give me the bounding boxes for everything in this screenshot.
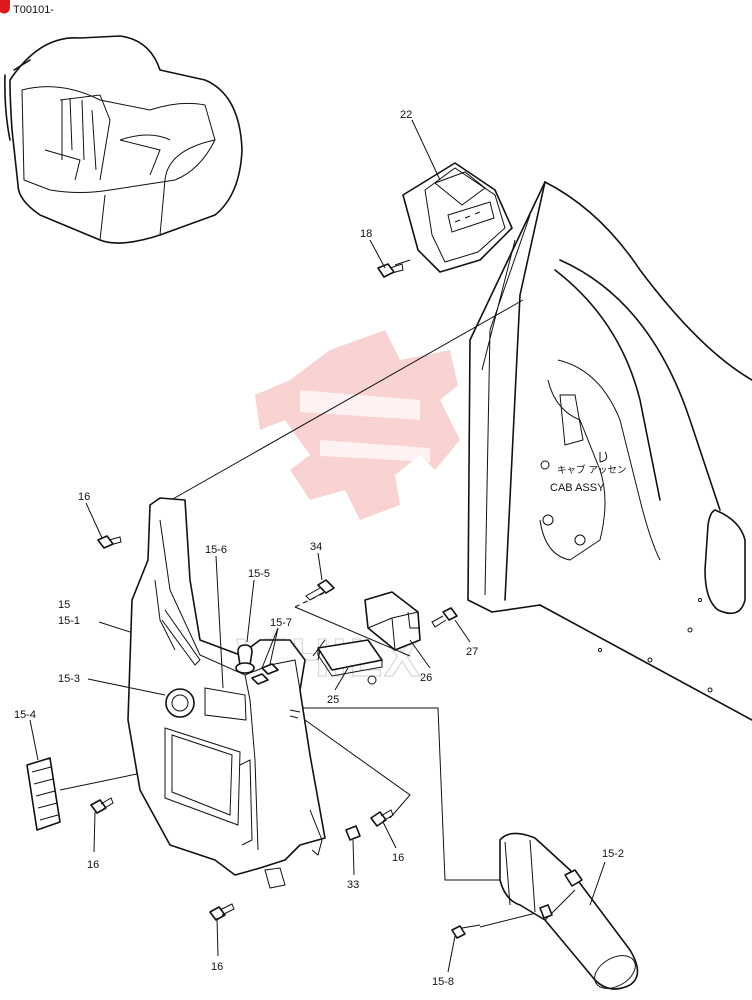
cab-assy-label-en: CAB ASSY: [550, 482, 605, 494]
callout-15-1: 15-1: [58, 615, 80, 627]
bolt-16c-icon: [370, 809, 394, 827]
callout-22: 22: [400, 109, 412, 121]
bolt-16a-icon: [97, 535, 122, 549]
stud-15-5-icon: [312, 639, 326, 661]
callout-15-7: 15-7: [270, 617, 292, 629]
watermark: VIHILX: [235, 330, 460, 689]
bolt-18-icon: [377, 263, 404, 278]
callout-15-4: 15-4: [14, 709, 36, 721]
bolts: [90, 263, 481, 939]
cab-frame: キャブ アッセン CAB ASSY: [467, 181, 752, 721]
cab-overview-inset: [4, 35, 243, 244]
callout-16-bottom: 16: [211, 961, 223, 973]
bolt-16d-icon: [209, 903, 235, 921]
screw-15-8-icon: [451, 924, 481, 939]
page-header: T00101-: [0, 0, 54, 16]
callout-15-3: 15-3: [58, 673, 80, 685]
corner-mark-icon: [0, 0, 10, 14]
bolt-16b-icon: [90, 797, 114, 814]
callout-16-top: 16: [78, 491, 90, 503]
callout-15-2: 15-2: [602, 848, 624, 860]
callout-34: 34: [310, 541, 322, 553]
monitor-unit: [402, 162, 513, 273]
callout-15: 15: [58, 599, 70, 611]
bracket-and-control-box: [317, 591, 421, 685]
callout-33: 33: [347, 879, 359, 891]
callout-27: 27: [466, 646, 478, 658]
air-duct: [499, 832, 639, 990]
callout-15-6: 15-6: [205, 544, 227, 556]
callout-18: 18: [360, 228, 372, 240]
callout-leaders: [29, 119, 606, 973]
vent-grille: [26, 757, 61, 831]
cab-assy-label-jp: キャブ アッセン: [557, 464, 627, 476]
callout-15-5: 15-5: [248, 568, 270, 580]
page-code: T00101-: [13, 4, 54, 16]
bolt-34-icon: [305, 579, 335, 601]
callout-labels: 22 18 16 34 15-6 15-5 15 15-1 15-7 15-3 …: [14, 109, 624, 988]
plug-33-icon: [345, 825, 361, 841]
callout-15-8: 15-8: [432, 976, 454, 988]
side-console-panel: [127, 497, 326, 889]
gear-logo-watermark: [255, 330, 460, 520]
bolt-27-icon: [431, 607, 458, 628]
callout-25: 25: [327, 694, 339, 706]
callout-16-right: 16: [392, 852, 404, 864]
callout-16-left: 16: [87, 859, 99, 871]
callout-26: 26: [420, 672, 432, 684]
